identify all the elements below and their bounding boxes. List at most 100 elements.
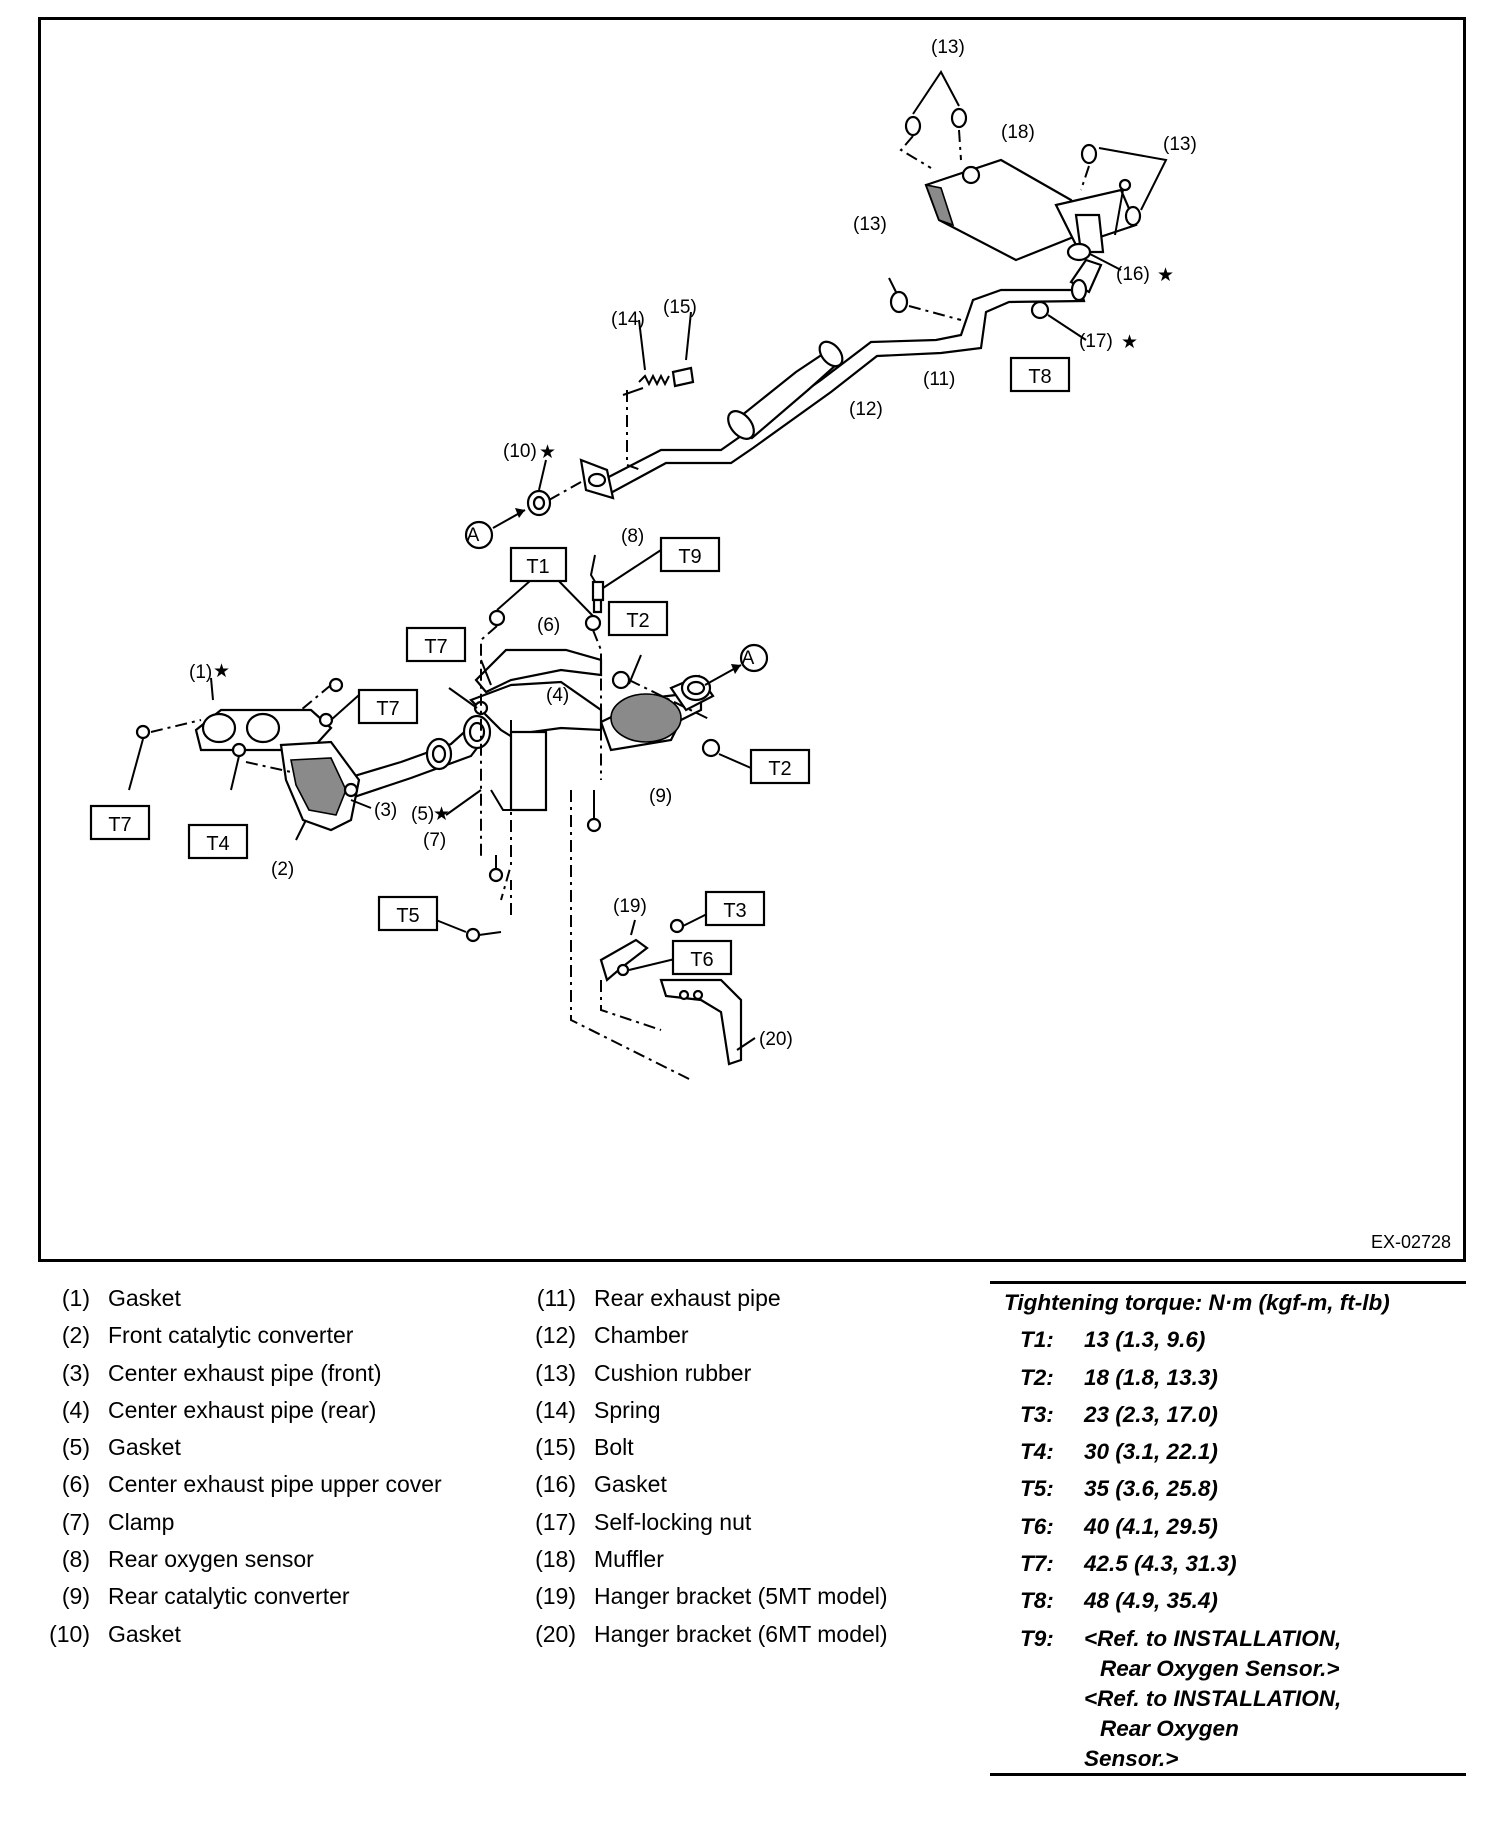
torque-value: 18 (1.8, 13.3) bbox=[1084, 1364, 1218, 1390]
callout-18: (18) bbox=[1001, 122, 1035, 143]
hanger-bracket-drawing bbox=[570, 790, 756, 1081]
legend-item: (7)Clamp bbox=[30, 1504, 442, 1541]
callout-11: (11) bbox=[923, 369, 955, 390]
t9-line: Rear Oxygen Sensor.> bbox=[1100, 1655, 1340, 1681]
legend-number: (15) bbox=[535, 1434, 576, 1461]
legend-item: (8)Rear oxygen sensor bbox=[30, 1541, 442, 1578]
legend-number: (19) bbox=[535, 1583, 576, 1610]
legend-item: (11)Rear exhaust pipe bbox=[516, 1280, 888, 1317]
torque-box-t4-label: T4 bbox=[206, 833, 229, 855]
torque-box-t5: T5 bbox=[377, 895, 439, 932]
callout-1-star: ★ bbox=[213, 661, 230, 682]
torque-title: Tightening torque: N·m (kgf-m, ft-lb) bbox=[1004, 1290, 1390, 1315]
torque-box-t5-label: T5 bbox=[396, 905, 419, 927]
rear-catalytic-converter-drawing bbox=[599, 643, 769, 769]
t9-line: <Ref. to INSTALLATION, bbox=[1084, 1685, 1342, 1711]
legend-number: (13) bbox=[535, 1359, 576, 1386]
legend-number: (3) bbox=[61, 1359, 90, 1386]
torque-key: T5: bbox=[1020, 1476, 1054, 1502]
torque-box-t9-label: T9 bbox=[678, 546, 701, 568]
legend-item: (15)Bolt bbox=[516, 1429, 888, 1466]
diagram-drawing: T1 T9 T2 T2 T7 T7 T7 T4 T5 T3 T6 T8 bbox=[89, 37, 1197, 1081]
torque-box-t6-label: T6 bbox=[690, 949, 713, 971]
legend-item: (9) Rear catalytic converter bbox=[30, 1578, 442, 1615]
torque-legend: Tightening torque: N·m (kgf-m, ft-lb) T1… bbox=[990, 1281, 1466, 1776]
center-exhaust-pipe-drawing bbox=[339, 572, 603, 901]
front-pipe-flange-drawing bbox=[526, 458, 615, 517]
legend-item: (14)Spring bbox=[516, 1392, 888, 1429]
legend-item: (1)Gasket bbox=[30, 1280, 442, 1317]
callout-16-star: ★ bbox=[1157, 265, 1174, 286]
rear-oxygen-sensor-drawing bbox=[589, 549, 662, 614]
torque-box-t7-left-label: T7 bbox=[108, 814, 131, 836]
legend-item: (16)Gasket bbox=[516, 1466, 888, 1503]
t9-line: Sensor.> bbox=[1084, 1745, 1179, 1771]
legend-part-name: Gasket bbox=[108, 1285, 181, 1311]
torque-key: T7: bbox=[1020, 1551, 1054, 1577]
legend-number: (12) bbox=[535, 1322, 576, 1349]
torque-row: T7: 42.5 (4.3, 31.3) bbox=[990, 1545, 1466, 1582]
callout-15: (15) bbox=[663, 297, 697, 318]
legend-part-name: Rear catalytic converter bbox=[108, 1583, 350, 1610]
legend-part-name: Clamp bbox=[108, 1508, 175, 1535]
torque-key: T1: bbox=[1020, 1327, 1054, 1353]
legend-number: (9) bbox=[61, 1583, 90, 1610]
callout-10-star: ★ bbox=[539, 442, 556, 463]
ref-a-arrow-upper bbox=[464, 508, 526, 550]
legend-item: (17) Self-locking nut bbox=[516, 1504, 888, 1541]
torque-value: 30 (3.1, 22.1) bbox=[1084, 1439, 1218, 1465]
legend-item: (6)Center exhaust pipe upper cover bbox=[30, 1466, 442, 1503]
legend-part-name: Gasket bbox=[594, 1471, 667, 1498]
legend-part-name: Gasket bbox=[108, 1434, 181, 1461]
legend-number: (4) bbox=[61, 1396, 90, 1423]
torque-box-t2-top-label: T2 bbox=[626, 610, 649, 632]
parts-legend-middle: (11)Rear exhaust pipe(12)Chamber (13) Cush… bbox=[516, 1280, 888, 1653]
torque-box-t3-label: T3 bbox=[723, 900, 746, 922]
cushion-rubber-drawing bbox=[888, 70, 1168, 321]
callout-17: (17) bbox=[1079, 331, 1113, 352]
torque-box-t4: T4 bbox=[187, 823, 249, 860]
legend-number: (17) bbox=[535, 1508, 576, 1535]
torque-box-t7-center-label: T7 bbox=[424, 636, 447, 658]
legend-number: (5) bbox=[61, 1434, 90, 1461]
torque-box-t2-bottom-label: T2 bbox=[768, 758, 791, 780]
torque-row-t9: T9: <Ref. to INSTALLATION, Rear Oxygen S… bbox=[990, 1620, 1466, 1774]
muffler-drawing bbox=[924, 158, 1138, 262]
torque-row: T1:13 (1.3, 9.6) bbox=[990, 1321, 1466, 1358]
torque-value: 23 (2.3, 17.0) bbox=[1084, 1401, 1218, 1427]
exhaust-system-diagram: T1 T9 T2 T2 T7 T7 T7 T4 T5 T3 T6 T8 bbox=[38, 17, 1466, 1262]
legend-item: (10)Gasket bbox=[30, 1616, 442, 1653]
legend-part-name: Front catalytic converter bbox=[108, 1322, 354, 1349]
rear-gasket-nut-drawing bbox=[1030, 242, 1122, 341]
legend-part-name: Self-locking nut bbox=[594, 1508, 752, 1535]
t9-line: Rear Oxygen bbox=[1100, 1715, 1239, 1741]
legend-part-name: Hanger bracket (6MT model) bbox=[594, 1620, 888, 1647]
legend-item: (12)Chamber bbox=[516, 1317, 888, 1354]
torque-value: 40 (4.1, 29.5) bbox=[1084, 1513, 1218, 1539]
legend-item: (3)Center exhaust pipe (front) bbox=[30, 1355, 442, 1392]
callout-2: (2) bbox=[271, 859, 294, 880]
torque-value: 42.5 (4.3, 31.3) bbox=[1084, 1551, 1237, 1577]
callout-5-star: ★ bbox=[433, 804, 450, 825]
rear-exhaust-pipe-drawing bbox=[597, 258, 1103, 497]
torque-box-t3: T3 bbox=[704, 890, 766, 927]
callout-12: (12) bbox=[849, 399, 883, 420]
torque-row: T5:35 (3.6, 25.8) bbox=[990, 1470, 1466, 1507]
legend-part-name: Cushion rubber bbox=[594, 1359, 752, 1386]
spring-bolt-drawing bbox=[622, 311, 695, 471]
torque-key: T2: bbox=[1020, 1364, 1054, 1390]
muffler-bolt-drawing bbox=[1114, 178, 1132, 236]
legend-part-name: Hanger bracket (5MT model) bbox=[594, 1583, 888, 1610]
torque-row: T4:30 (3.1, 22.1) bbox=[990, 1433, 1466, 1470]
torque-key: T9: bbox=[1020, 1625, 1054, 1651]
callout-20: (20) bbox=[759, 1029, 793, 1050]
torque-box-t7-right-label: T7 bbox=[376, 698, 399, 720]
callout-5: (5) bbox=[411, 804, 434, 825]
ref-a-lower-label: A bbox=[742, 648, 755, 669]
legend-part-name: Rear exhaust pipe bbox=[594, 1285, 781, 1311]
callout-13-top-left: (13) bbox=[931, 37, 965, 58]
legend-item: (13) Cushion rubber bbox=[516, 1355, 888, 1392]
callout-7: (7) bbox=[423, 830, 446, 851]
legend-number: (10) bbox=[49, 1620, 90, 1647]
torque-box-t2-top: T2 bbox=[607, 600, 669, 637]
